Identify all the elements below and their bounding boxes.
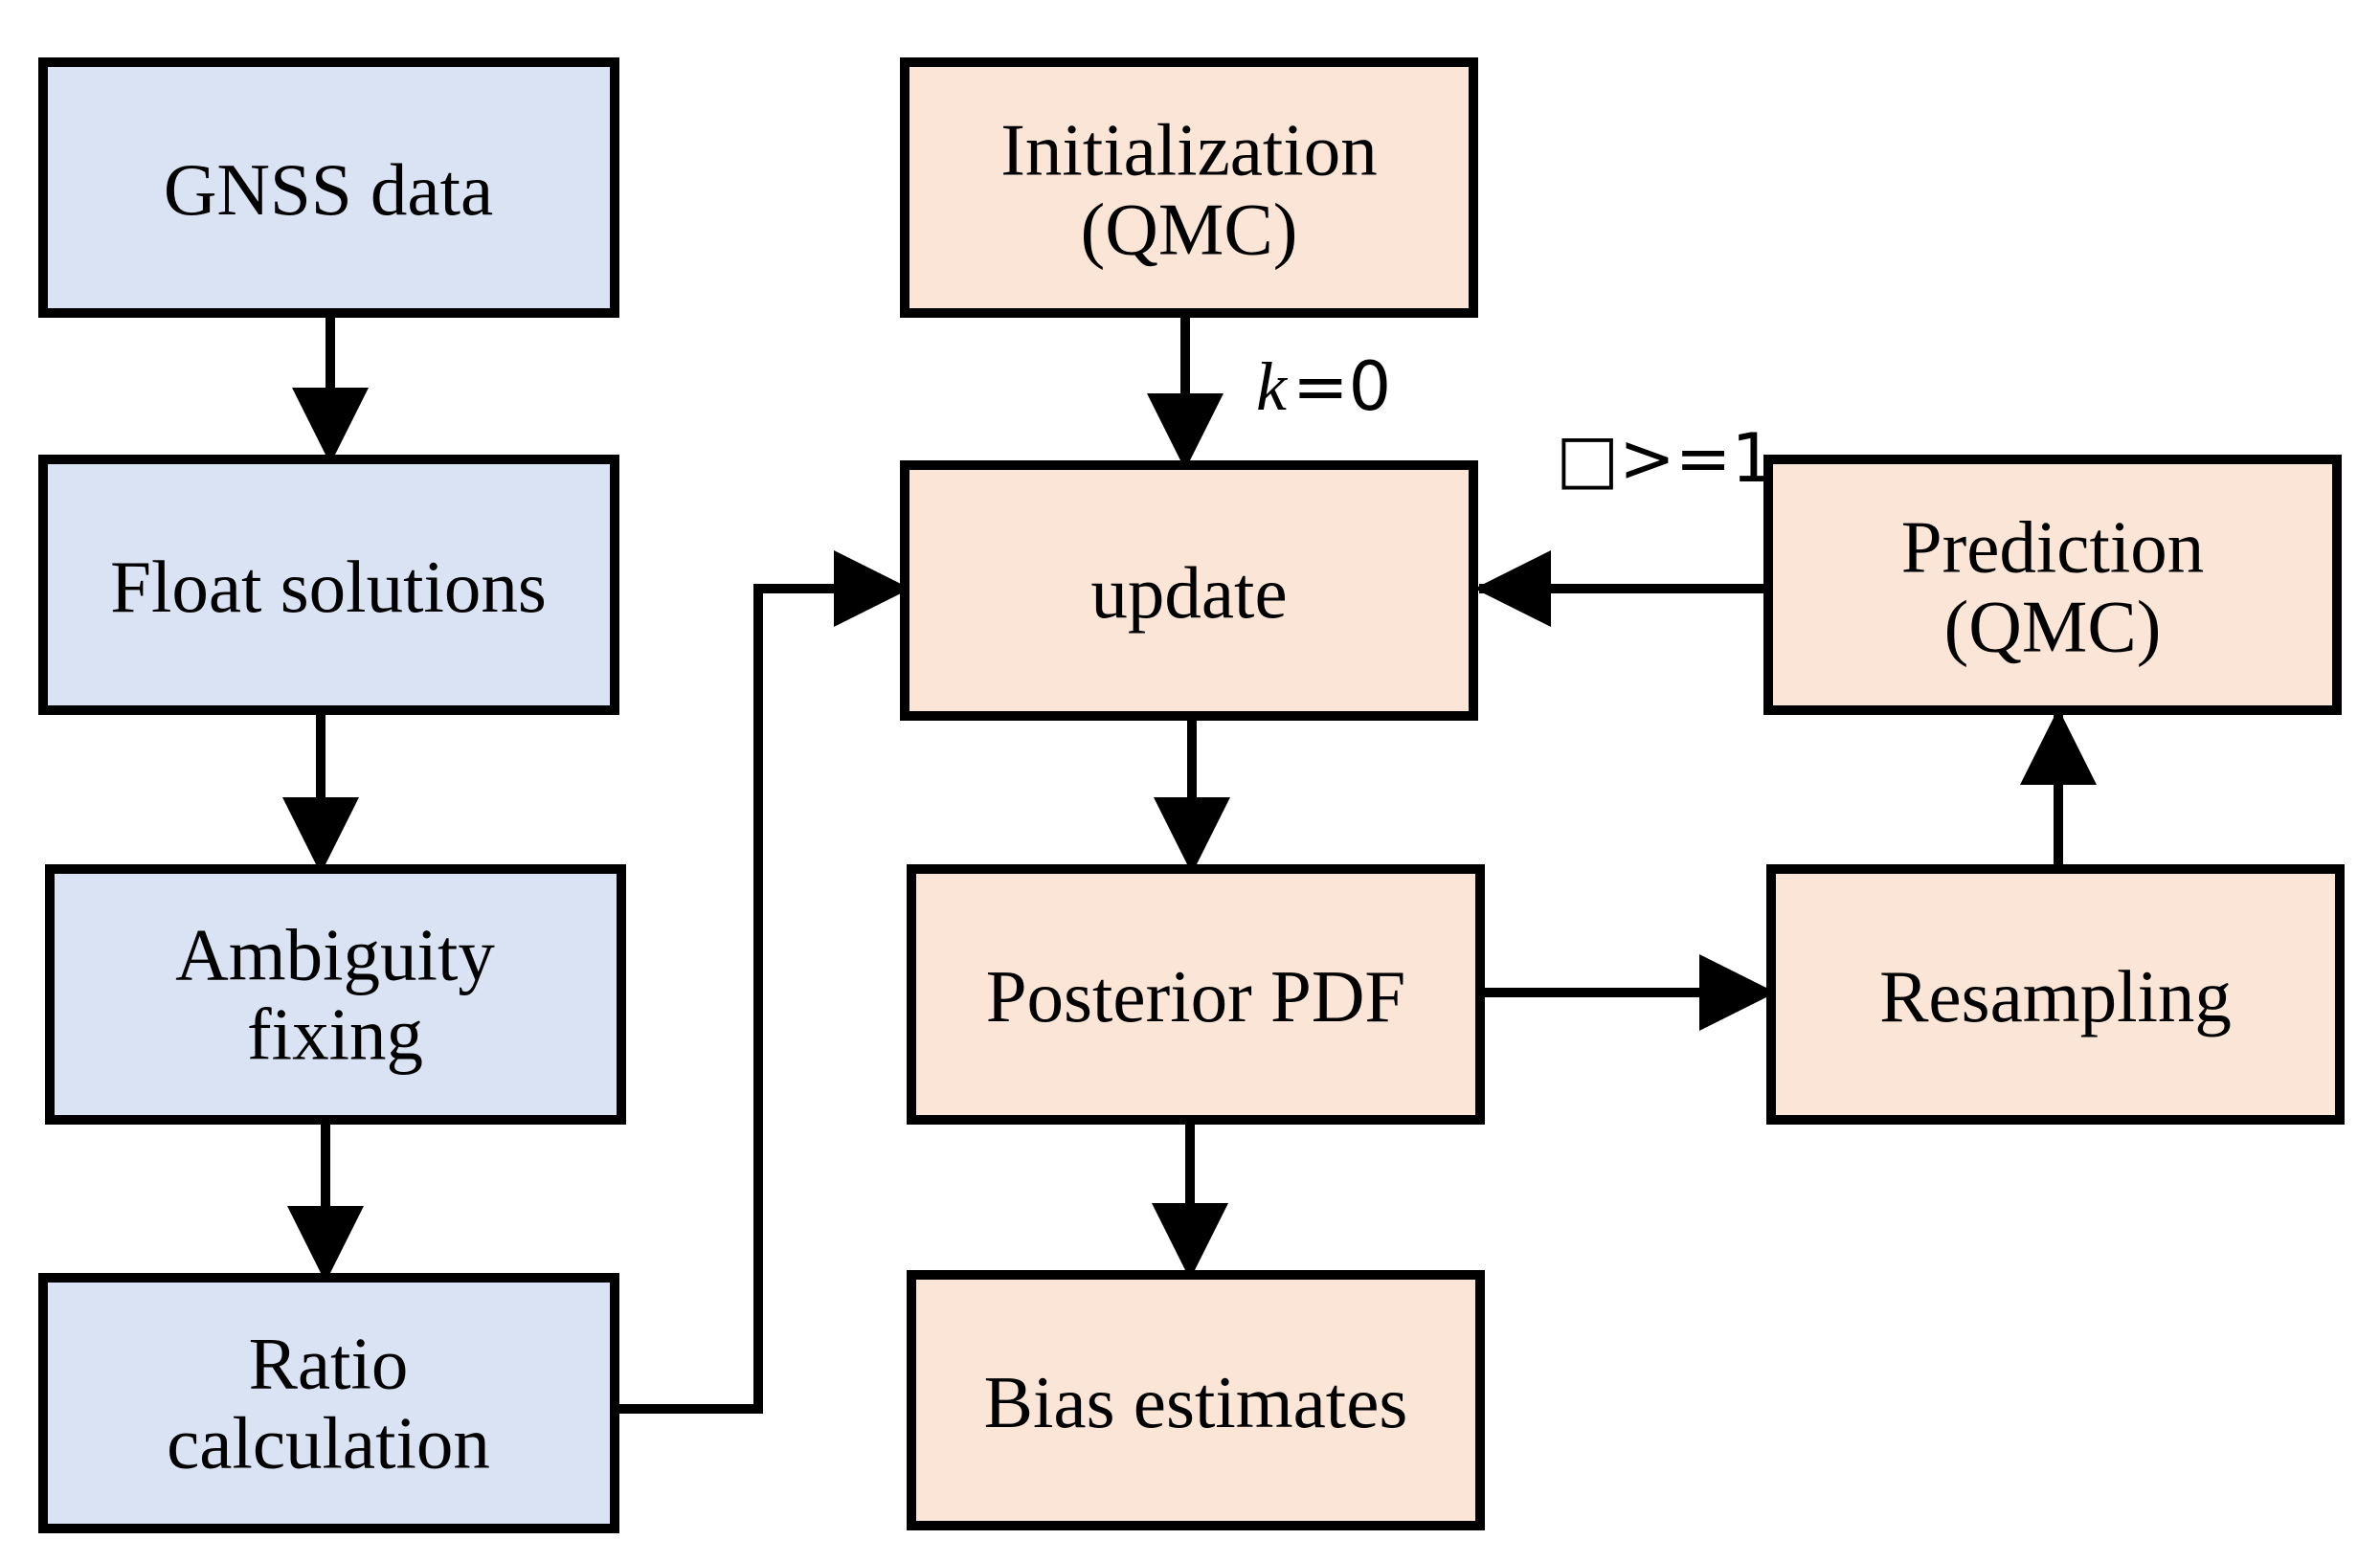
node-label-line: update [1090, 551, 1287, 634]
node-label-line: Resampling [1879, 955, 2232, 1038]
node-label-line: fixing [247, 993, 423, 1076]
node-posterior-pdf-label: Posterior PDF [986, 955, 1406, 1038]
node-label-line: calculation [167, 1402, 490, 1484]
node-float-solutions-label: Float solutions [110, 546, 547, 628]
node-update-label: update [1090, 551, 1287, 634]
node-initialization: Initialization(QMC) [900, 57, 1478, 318]
node-gnss-data-label: GNSS data [164, 148, 493, 231]
edge-label-loop: □>=1 [1556, 419, 1774, 498]
node-bias-estimates-label: Bias estimates [984, 1361, 1408, 1443]
node-prediction: Prediction(QMC) [1763, 455, 2342, 715]
arrow-ratio-to-update [617, 550, 910, 1414]
edge-label-k-zero: k=0 [1256, 347, 1391, 426]
node-initialization-label: Initialization(QMC) [1000, 109, 1377, 271]
node-label-line: Ratio [249, 1323, 409, 1405]
node-label-line: GNSS data [164, 148, 493, 231]
node-gnss-data: GNSS data [38, 57, 619, 318]
node-label-line: Posterior PDF [986, 955, 1406, 1038]
node-label-line: Bias estimates [984, 1361, 1408, 1443]
node-resampling-label: Resampling [1879, 955, 2232, 1038]
node-label-line: Prediction [1901, 506, 2205, 589]
node-label-line: (QMC) [1081, 189, 1298, 271]
node-label-line: (QMC) [1944, 586, 2162, 668]
node-label-line: Ambiguity [175, 914, 495, 996]
node-float-solutions: Float solutions [38, 455, 619, 715]
node-label-line: Float solutions [110, 546, 547, 628]
node-label-line: Initialization [1000, 109, 1377, 191]
node-update: update [900, 460, 1478, 721]
node-prediction-label: Prediction(QMC) [1901, 506, 2205, 668]
node-resampling: Resampling [1766, 864, 2345, 1125]
node-bias-estimates: Bias estimates [907, 1270, 1485, 1530]
node-posterior-pdf: Posterior PDF [907, 864, 1485, 1125]
connectors [282, 316, 2097, 1414]
